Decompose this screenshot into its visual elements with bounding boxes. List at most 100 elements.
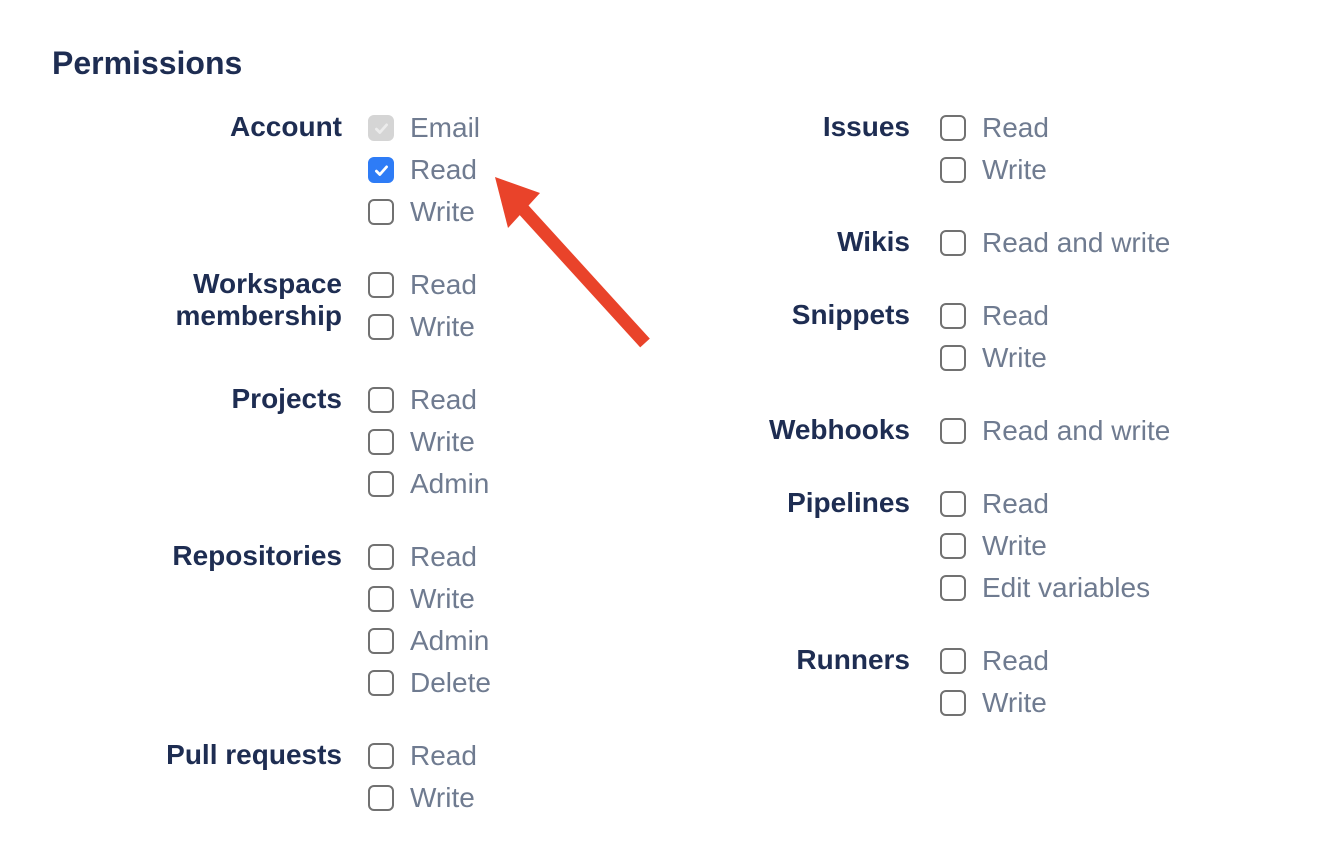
checkbox-account-write[interactable] xyxy=(368,199,394,225)
option-row-repositories-write: Write xyxy=(368,583,491,614)
permissions-column-right: Issues Read Write Wikis Read and write S… xyxy=(660,111,1320,763)
label-repositories-read[interactable]: Read xyxy=(410,541,477,572)
group-options-issues: Read Write xyxy=(940,112,1049,199)
label-account-write[interactable]: Write xyxy=(410,196,475,227)
option-row-workspace-write: Write xyxy=(368,311,477,342)
group-wikis: Wikis Read and write xyxy=(660,226,1320,272)
label-workspace-read[interactable]: Read xyxy=(410,269,477,300)
group-label-runners: Runners xyxy=(796,644,910,675)
group-issues: Issues Read Write xyxy=(660,111,1320,199)
checkbox-runners-read[interactable] xyxy=(940,648,966,674)
option-row-pipelines-read: Read xyxy=(940,488,1150,519)
permissions-heading: Permissions xyxy=(52,45,243,81)
label-repositories-write[interactable]: Write xyxy=(410,583,475,614)
group-pull-requests: Pull requests Read Write xyxy=(0,739,660,827)
option-row-repositories-admin: Admin xyxy=(368,625,491,656)
option-row-pipelines-edit-variables: Edit variables xyxy=(940,572,1151,603)
checkmark-icon xyxy=(374,165,388,176)
group-pipelines: Pipelines Read Write Edit variables xyxy=(660,487,1320,617)
label-account-email: Email xyxy=(410,112,481,143)
option-row-account-email: Email xyxy=(368,112,481,143)
checkbox-snippets-write[interactable] xyxy=(940,345,966,371)
group-workspace-membership: Workspace membership Read Write xyxy=(0,268,660,356)
option-row-webhooks-read-write: Read and write xyxy=(940,415,1171,446)
label-snippets-read[interactable]: Read xyxy=(982,300,1049,331)
label-issues-read[interactable]: Read xyxy=(982,112,1049,143)
label-projects-read[interactable]: Read xyxy=(410,384,477,415)
label-pipelines-write[interactable]: Write xyxy=(982,530,1047,561)
label-pull-requests-write[interactable]: Write xyxy=(410,782,475,813)
checkbox-projects-read[interactable] xyxy=(368,387,394,413)
permissions-column-left: Account Email Read Write Workspace membe… xyxy=(0,111,660,858)
label-workspace-write[interactable]: Write xyxy=(410,311,475,342)
checkbox-issues-write[interactable] xyxy=(940,157,966,183)
label-pull-requests-read[interactable]: Read xyxy=(410,740,477,771)
checkbox-pipelines-read[interactable] xyxy=(940,491,966,517)
option-row-snippets-read: Read xyxy=(940,300,1049,331)
checkbox-pull-requests-write[interactable] xyxy=(368,785,394,811)
checkbox-repositories-delete[interactable] xyxy=(368,670,394,696)
label-webhooks-read-write[interactable]: Read and write xyxy=(982,415,1171,446)
group-options-wikis: Read and write xyxy=(940,227,1171,272)
checkbox-repositories-admin[interactable] xyxy=(368,628,394,654)
option-row-repositories-read: Read xyxy=(368,541,491,572)
label-wikis-read-write[interactable]: Read and write xyxy=(982,227,1171,258)
label-issues-write[interactable]: Write xyxy=(982,154,1047,185)
group-account: Account Email Read Write xyxy=(0,111,660,241)
checkbox-issues-read[interactable] xyxy=(940,115,966,141)
checkbox-projects-write[interactable] xyxy=(368,429,394,455)
checkbox-workspace-read[interactable] xyxy=(368,272,394,298)
group-options-webhooks: Read and write xyxy=(940,415,1171,460)
checkbox-wikis-read-write[interactable] xyxy=(940,230,966,256)
group-webhooks: Webhooks Read and write xyxy=(660,414,1320,460)
option-row-repositories-delete: Delete xyxy=(368,667,491,698)
group-options-pull-requests: Read Write xyxy=(368,740,477,827)
checkbox-runners-write[interactable] xyxy=(940,690,966,716)
group-options-pipelines: Read Write Edit variables xyxy=(940,488,1151,617)
option-row-account-read: Read xyxy=(368,154,480,185)
group-label-workspace-membership: Workspace membership xyxy=(175,268,343,331)
option-row-projects-write: Write xyxy=(368,426,489,457)
label-pipelines-read[interactable]: Read xyxy=(982,488,1049,519)
checkbox-pull-requests-read[interactable] xyxy=(368,743,394,769)
option-row-wikis-read-write: Read and write xyxy=(940,227,1171,258)
option-row-pull-requests-write: Write xyxy=(368,782,477,813)
checkbox-account-email xyxy=(368,115,394,141)
label-projects-admin[interactable]: Admin xyxy=(410,468,490,499)
option-row-issues-read: Read xyxy=(940,112,1049,143)
option-row-runners-write: Write xyxy=(940,687,1049,718)
checkbox-account-read[interactable] xyxy=(368,157,394,183)
group-label-projects: Projects xyxy=(231,383,343,414)
checkbox-pipelines-edit-variables[interactable] xyxy=(940,575,966,601)
checkmark-icon xyxy=(374,123,388,134)
group-snippets: Snippets Read Write xyxy=(660,299,1320,387)
group-label-pipelines: Pipelines xyxy=(787,487,910,518)
checkbox-pipelines-write[interactable] xyxy=(940,533,966,559)
group-label-wikis: Wikis xyxy=(837,226,910,257)
group-label-snippets: Snippets xyxy=(791,299,910,330)
checkbox-webhooks-read-write[interactable] xyxy=(940,418,966,444)
group-options-runners: Read Write xyxy=(940,645,1049,732)
group-options-projects: Read Write Admin xyxy=(368,384,490,513)
group-repositories: Repositories Read Write Admin Delete xyxy=(0,540,660,712)
label-repositories-admin[interactable]: Admin xyxy=(410,625,490,656)
checkbox-projects-admin[interactable] xyxy=(368,471,394,497)
group-options-snippets: Read Write xyxy=(940,300,1049,387)
label-account-read[interactable]: Read xyxy=(410,154,477,185)
label-projects-write[interactable]: Write xyxy=(410,426,475,457)
option-row-runners-read: Read xyxy=(940,645,1049,676)
group-options-account: Email Read Write xyxy=(368,112,481,241)
label-snippets-write[interactable]: Write xyxy=(982,342,1047,373)
option-row-pipelines-write: Write xyxy=(940,530,1150,561)
label-pipelines-edit-variables[interactable]: Edit variables xyxy=(982,572,1151,603)
option-row-issues-write: Write xyxy=(940,154,1049,185)
label-repositories-delete[interactable]: Delete xyxy=(410,667,491,698)
group-label-account: Account xyxy=(230,111,342,142)
label-runners-read[interactable]: Read xyxy=(982,645,1049,676)
label-runners-write[interactable]: Write xyxy=(982,687,1047,718)
group-projects: Projects Read Write Admin xyxy=(0,383,660,513)
checkbox-workspace-write[interactable] xyxy=(368,314,394,340)
checkbox-repositories-read[interactable] xyxy=(368,544,394,570)
checkbox-repositories-write[interactable] xyxy=(368,586,394,612)
checkbox-snippets-read[interactable] xyxy=(940,303,966,329)
